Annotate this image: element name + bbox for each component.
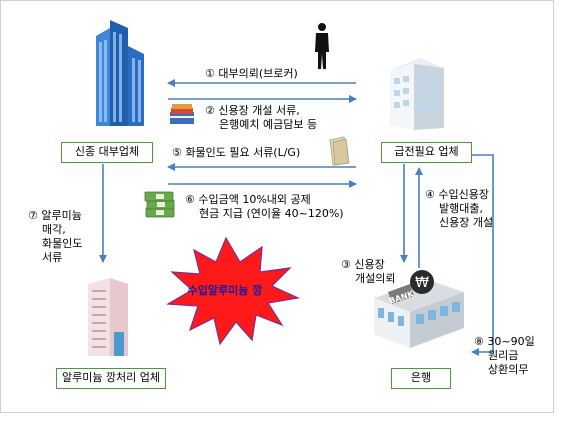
documents-icon <box>170 104 194 124</box>
flow-label-step3: ③ 신용장 개설의뢰 <box>341 258 396 285</box>
cash-stack-icon <box>144 191 175 218</box>
flow-label-step8: ⑧ 30~90일 원리금 상환의무 <box>474 335 535 376</box>
starburst-label: 수입알루미늄 깡 <box>187 284 263 297</box>
urgent-company-box: 급전필요 업체 <box>381 142 472 163</box>
broker-person-icon <box>315 23 329 69</box>
flow-label-step7: ⑦ 알루미늄 매각, 화물인도 서류 <box>28 209 83 264</box>
new-lender-box: 신종 대부업체 <box>61 142 153 163</box>
flow-label-step5: ⑤ 화물인도 필요 서류(L/G) <box>172 146 301 159</box>
flow-label-step6: ⑥ 수입금액 10%내외 공제 현금 지급 (연이율 40~120%) <box>185 193 344 220</box>
aluminum-dealer-box: 알루미늄 깡처리 업체 <box>56 368 166 389</box>
flow-label-step4: ④ 수입신용장 발행대출, 신용장 개설 <box>425 188 494 229</box>
bank-box: 은행 <box>391 368 451 389</box>
flow-label-step1: ① 대부의뢰(브로커) <box>205 67 298 80</box>
aluminum-building-icon <box>88 278 128 356</box>
starburst-shape <box>166 236 301 346</box>
flow-label-step2: ② 신용장 개설 서류, 은행예치 예금담보 등 <box>205 104 318 131</box>
bank-building-icon: ₩ <box>374 270 464 348</box>
lg-document-icon <box>329 136 350 166</box>
company-building-icon <box>390 58 444 130</box>
svg-text:₩: ₩ <box>415 275 429 291</box>
arrow-step8 <box>471 154 494 356</box>
lender-building-icon <box>96 20 144 126</box>
